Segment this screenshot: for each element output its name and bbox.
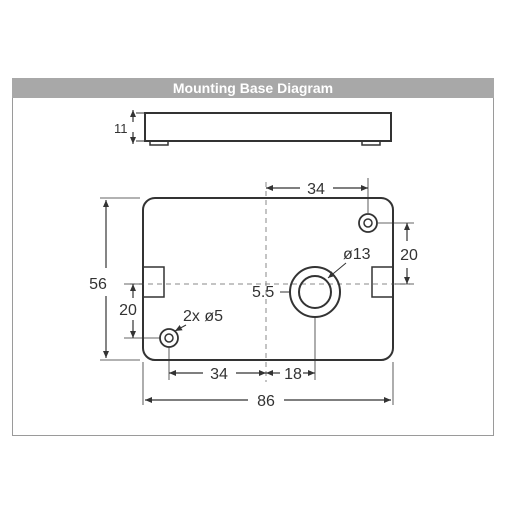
- bottom-left-label: 34: [210, 366, 228, 383]
- cable-hole-inner: [298, 275, 332, 309]
- top-view: [130, 182, 410, 382]
- dim-top-width: 34: [266, 178, 369, 213]
- dim-center-offset: 5.5: [252, 284, 290, 301]
- dim-hole-large: ø13: [327, 246, 371, 279]
- side-view: 11: [114, 110, 392, 146]
- dim-overall-width: 86: [142, 362, 394, 410]
- left-tab: [142, 266, 165, 298]
- overall-width-label: 86: [257, 393, 275, 410]
- center-offset-label: 5.5: [252, 284, 274, 301]
- right-offset-label: 20: [400, 247, 418, 264]
- dim-overall-height: 56: [89, 197, 140, 361]
- dim-left-offset: 20: [119, 283, 160, 339]
- side-view-foot-right: [361, 140, 381, 146]
- overall-height-label: 56: [89, 276, 107, 293]
- left-offset-label: 20: [119, 302, 137, 319]
- mounting-hole-bottom-left-inner: [164, 333, 174, 343]
- base-outline: [142, 197, 394, 361]
- top-width-label: 34: [307, 181, 325, 198]
- mounting-hole-top-right-outer: [358, 213, 378, 233]
- diagram-title: Mounting Base Diagram: [12, 78, 494, 98]
- hole-large-label: ø13: [343, 246, 371, 263]
- right-tab: [371, 266, 394, 298]
- height-label: 11: [114, 121, 128, 136]
- hole-small-label: 2x ø5: [183, 308, 223, 325]
- dim-bottom-offsets: 34 18: [168, 317, 316, 383]
- hole-small-leader: [174, 324, 187, 332]
- side-view-foot-left: [149, 140, 169, 146]
- mounting-hole-bottom-left-outer: [159, 328, 179, 348]
- hole-large-leader: [327, 262, 347, 279]
- mounting-hole-top-right-inner: [363, 218, 373, 228]
- dim-hole-small: 2x ø5: [174, 308, 223, 332]
- side-view-body: [144, 112, 392, 142]
- bottom-right-label: 18: [284, 366, 302, 383]
- dim-right-offset: 20: [378, 222, 418, 285]
